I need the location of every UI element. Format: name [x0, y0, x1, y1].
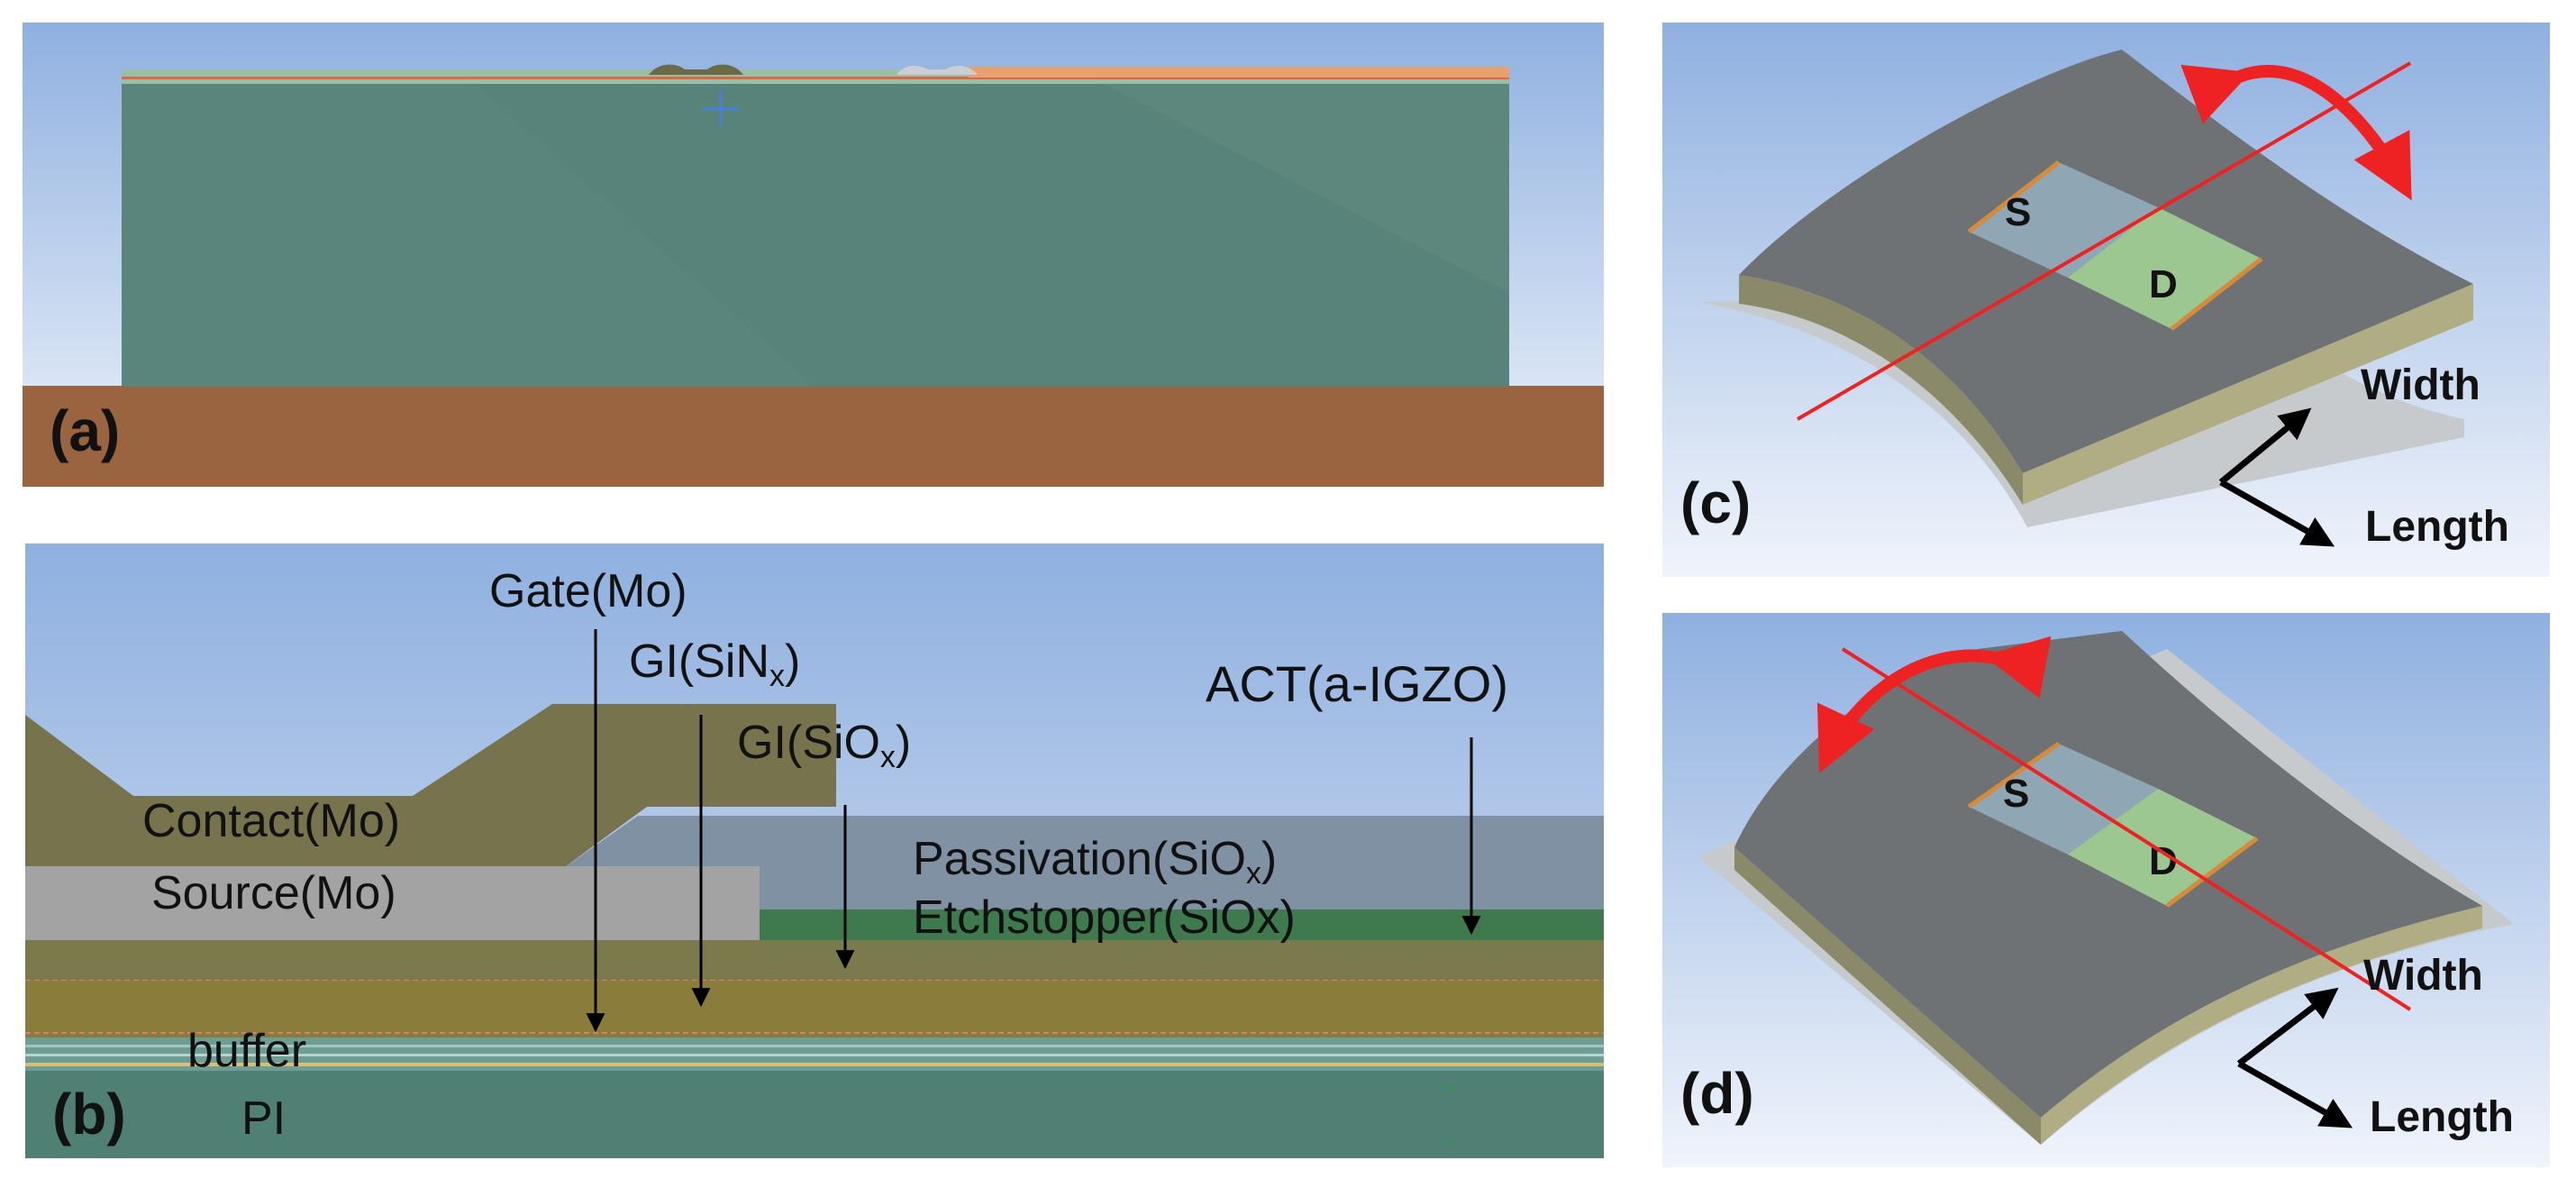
panel-c-side-left — [1739, 275, 2023, 505]
panel-d-label: (d) — [1680, 1061, 1754, 1126]
panel-b-gi-layer — [25, 940, 1604, 980]
panel-b-act-label: ACT(a-IGZO) — [1206, 655, 1508, 712]
panel-d-width-label: Width — [2363, 952, 2483, 1000]
panel-a-pi-block — [122, 84, 1509, 387]
panel-c-length-arrow — [2219, 479, 2335, 547]
panel-b-source-label: Source(Mo) — [151, 867, 396, 919]
panel-c-drain-pad — [2068, 207, 2262, 329]
panel-b-passivation-layer — [566, 816, 1604, 909]
panel-b-gi-sin-label: GI(SiNx) — [629, 635, 800, 693]
panel-b-pi-label: PI — [241, 1092, 286, 1145]
panel-a-tft-bump-2 — [897, 66, 978, 75]
panel-c-width-arrow — [2218, 407, 2312, 485]
panel-c-side-right — [2023, 284, 2473, 505]
panel-d-side-right — [2041, 906, 2482, 1145]
panel-a-canvas: (a) — [23, 23, 1604, 487]
panel-b-mark-2: ˇ — [1447, 1135, 1455, 1158]
panel-d-side-left — [1734, 847, 2041, 1145]
panel-b-contact-label: Contact(Mo) — [142, 795, 400, 847]
panel-b-gate-label: Gate(Mo) — [489, 565, 687, 617]
panel-a: (a) — [23, 23, 1604, 487]
panel-a-shading-right — [1104, 84, 1509, 293]
panel-d-length-arrow — [2237, 1060, 2353, 1128]
panel-b-pi-layer — [25, 1071, 1604, 1158]
panel-b-source-layer — [25, 866, 760, 940]
panel-a-top-orange — [969, 67, 1509, 78]
panel-c-drain-label: D — [2149, 262, 2178, 306]
panel-b-buffer-label: buffer — [187, 1025, 306, 1077]
panel-c-source-pad — [1969, 162, 2158, 278]
panel-d: S D Width Length (d) — [1662, 613, 2550, 1167]
panel-d-source-label: S — [2003, 772, 2029, 816]
panel-b-gate-layer — [25, 980, 1604, 1037]
panel-c: S D Width Length (c) — [1662, 23, 2550, 577]
panel-d-pad-edge-2 — [2165, 836, 2259, 908]
panel-b-canvas: Gate(Mo) GI(SiNx) GI(SiOx) ACT(a-IGZO) C… — [25, 544, 1604, 1158]
panel-b-mark-1: ˇ — [1447, 1081, 1455, 1108]
panel-c-canvas: S D Width Length (c) — [1662, 23, 2550, 577]
panel-c-length-label: Length — [2365, 503, 2509, 551]
panel-d-canvas: S D Width Length (d) — [1662, 613, 2550, 1167]
panel-b-buffer-stripe-2 — [25, 1054, 1604, 1056]
panel-b-label: (b) — [52, 1082, 126, 1147]
panel-b-etchstopper-label: Etchstopper(SiOx) — [913, 891, 1296, 944]
panel-a-tft-bump-1 — [649, 64, 743, 75]
panel-d-width-arrow — [2236, 987, 2339, 1066]
panel-d-drain-pad — [2068, 789, 2257, 906]
panel-c-pad-edge-1 — [1967, 160, 2061, 233]
panel-d-length-label: Length — [2370, 1093, 2514, 1141]
panel-a-shading — [122, 84, 815, 387]
panel-a-label: (a) — [50, 398, 120, 463]
panel-d-bend-arrow — [1817, 635, 2052, 773]
panel-c-pad-edge-2 — [2170, 257, 2263, 331]
panel-d-source-pad — [1969, 744, 2158, 854]
panel-a-substrate — [23, 386, 1604, 487]
panel-b-gi-sio-label: GI(SiOx) — [737, 717, 911, 774]
panel-c-label: (c) — [1680, 471, 1751, 535]
panel-c-bend-arrow — [2180, 64, 2412, 201]
panel-b-buffer-stripe-1 — [25, 1045, 1604, 1047]
panel-a-top-red-line — [122, 77, 1509, 79]
panel-b-buffer-stripe-3 — [25, 1063, 1604, 1066]
panel-b: Gate(Mo) GI(SiNx) GI(SiOx) ACT(a-IGZO) C… — [25, 544, 1604, 1158]
panel-c-source-label: S — [2005, 190, 2031, 234]
panel-b-contact-layer — [25, 704, 836, 866]
panel-b-passivation-label: Passivation(SiOx) — [913, 833, 1277, 891]
panel-c-width-label: Width — [2361, 361, 2480, 409]
